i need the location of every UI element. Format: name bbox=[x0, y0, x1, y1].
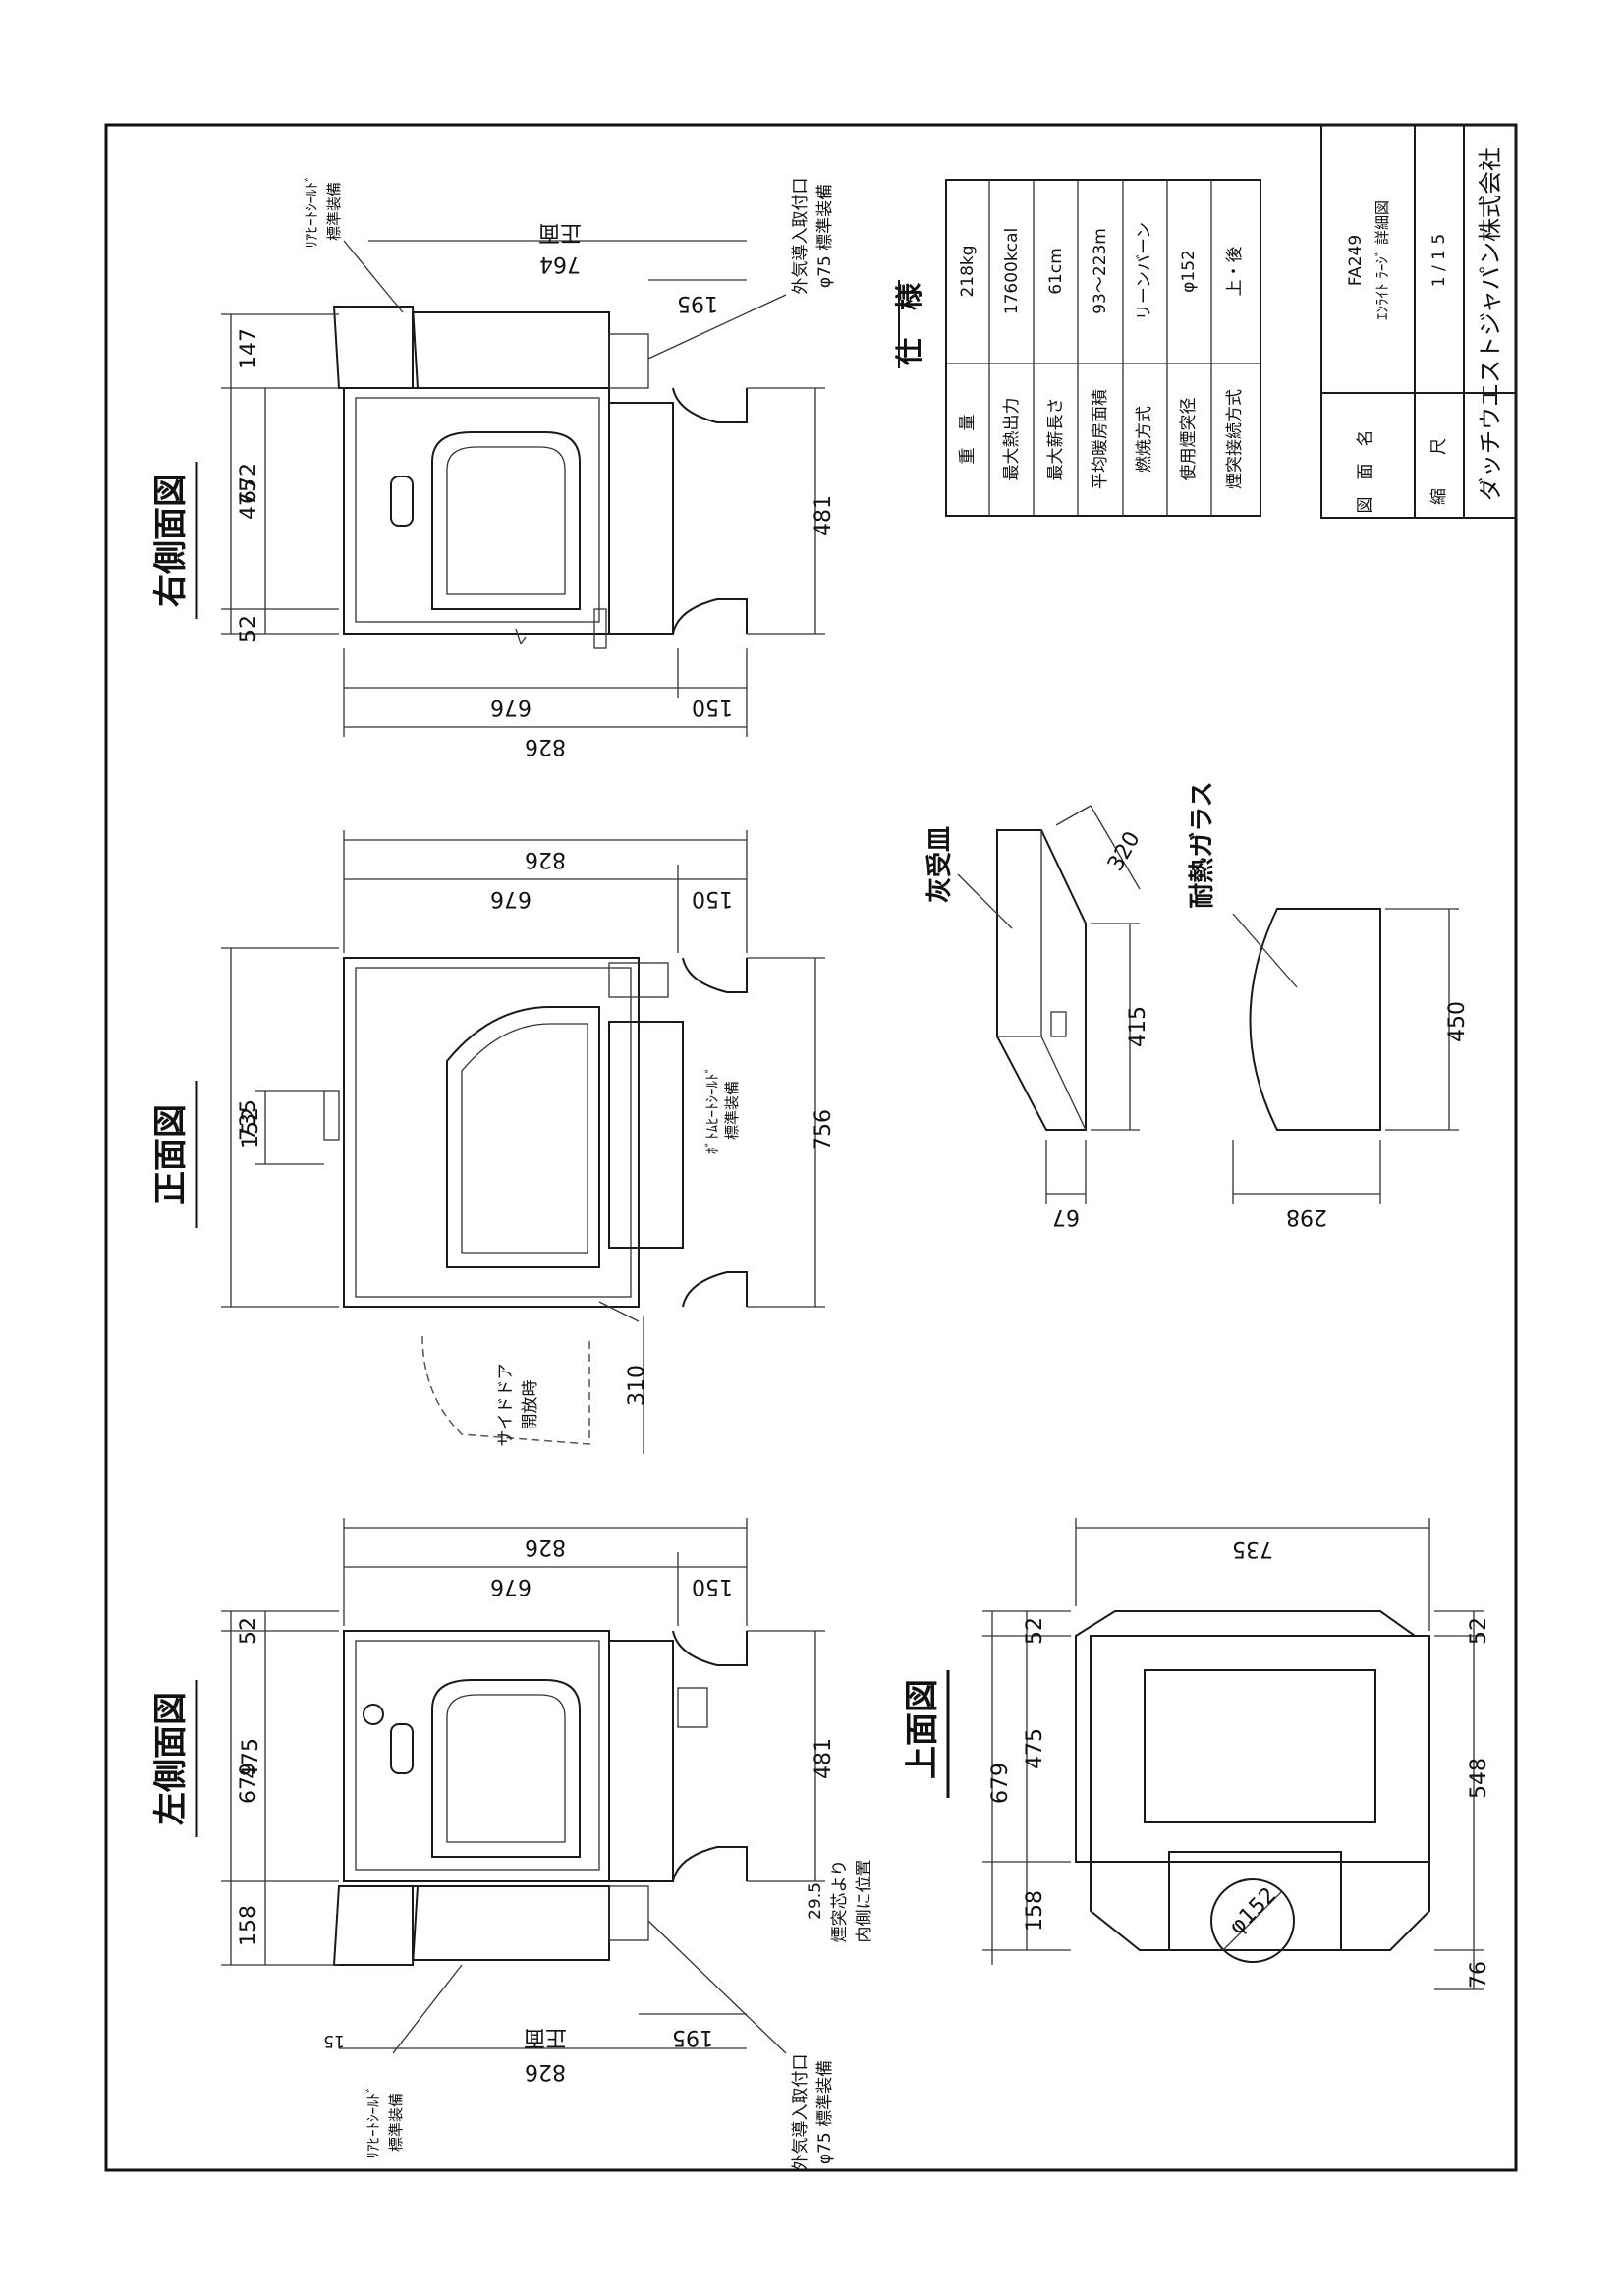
spec-label: 煙突接続方式 bbox=[1225, 389, 1245, 489]
ash-pan-title: 灰受皿 bbox=[924, 826, 955, 903]
left-dim-826-top: 826 bbox=[525, 1535, 566, 1559]
left-dim-475: 475 bbox=[239, 1738, 263, 1779]
ash-pan-dim-320: 320 bbox=[1103, 827, 1146, 875]
left-dim-676: 676 bbox=[490, 1574, 532, 1598]
spec-value: 上・後 bbox=[1225, 247, 1245, 297]
front-note-bottom-shield-1: ﾎﾞﾄﾑﾋｰﾄｼｰﾙﾄﾞ bbox=[703, 1066, 721, 1154]
drawing-name: ｴﾝﾗｲﾄ ﾗｰｼﾞ 詳細図 bbox=[1373, 200, 1391, 320]
top-dim-158: 158 bbox=[1023, 1890, 1047, 1932]
left-note-outside-air-2: φ75 標準装備 bbox=[815, 2060, 835, 2164]
glass-dim-298: 298 bbox=[1286, 1204, 1327, 1229]
left-dim-679: 679 bbox=[237, 1763, 261, 1804]
right-note-rear-shield-2: 標準装備 bbox=[325, 182, 343, 241]
left-side-view: 左側面図 679 52 475 158 481 826 bbox=[151, 1518, 874, 2171]
left-dim-52: 52 bbox=[237, 1617, 261, 1645]
spec-label: 使用煙突径 bbox=[1178, 398, 1199, 481]
spec-label: 燃焼方式 bbox=[1135, 406, 1154, 473]
drawing-code: FA249 bbox=[1346, 235, 1366, 286]
right-dim-52: 52 bbox=[237, 615, 261, 643]
drawing-name-label: 図 面 名 bbox=[1356, 430, 1375, 514]
right-dim-676: 676 bbox=[490, 695, 532, 719]
front-note-bottom-shield-2: 標準装備 bbox=[723, 1081, 741, 1140]
left-dim-29-5: 29.5 bbox=[806, 1882, 825, 1920]
top-dim-76: 76 bbox=[1467, 1961, 1491, 1988]
left-dim-150: 150 bbox=[692, 1574, 733, 1598]
left-dim-15: 15 bbox=[323, 2031, 345, 2050]
scale-label: 縮 尺 bbox=[1429, 438, 1449, 505]
spec-value: 93～223m bbox=[1091, 228, 1110, 314]
spec-title: 仕 様 bbox=[893, 282, 925, 366]
left-side-title: 左側面図 bbox=[151, 1692, 191, 1825]
left-note-flue-1: 煙突芯より bbox=[830, 1860, 850, 1943]
spec-value: 17600kcal bbox=[1002, 228, 1022, 314]
top-view: 上面図 φ152 735 679 52 475 158 52 548 76 bbox=[903, 1518, 1491, 1990]
ash-pan-view: 灰受皿 320 415 67 bbox=[924, 805, 1150, 1229]
drawing-border bbox=[104, 123, 1518, 2172]
right-note-rear-shield-1: ﾘｱﾋｰﾄｼｰﾙﾄﾞ bbox=[303, 174, 320, 248]
front-note-side-door-2: 開放時 bbox=[521, 1380, 540, 1430]
right-note-outside-air-2: φ75 標準装備 bbox=[815, 184, 835, 288]
title-block: 図 面 名 FA249 ｴﾝﾗｲﾄ ﾗｰｼﾞ 詳細図 縮 尺 1 / 1 5 ダ… bbox=[1320, 124, 1517, 519]
top-dim-679: 679 bbox=[988, 1763, 1013, 1804]
spec-value: φ152 bbox=[1179, 250, 1199, 293]
front-dim-826: 826 bbox=[525, 847, 566, 871]
left-note-outside-air-1: 外気導入取付口 bbox=[791, 2054, 811, 2171]
front-dim-676: 676 bbox=[490, 886, 532, 911]
top-dim-548: 548 bbox=[1467, 1758, 1491, 1799]
glass-title: 耐熱ガラス bbox=[1188, 781, 1217, 908]
front-dim-310: 310 bbox=[625, 1365, 649, 1406]
right-dim-150: 150 bbox=[692, 695, 733, 719]
spec-value: 218kg bbox=[958, 245, 978, 297]
left-note-rear-shield-2: 標準装備 bbox=[387, 2093, 405, 2152]
right-dim-195: 195 bbox=[677, 291, 718, 315]
top-dim-475: 475 bbox=[1023, 1728, 1047, 1769]
spec-table bbox=[945, 179, 1261, 517]
right-dim-764: 764 bbox=[539, 252, 581, 276]
front-view: 正面図 サイドドア 開放時 735 152 756 ﾎﾞﾄﾑﾋｰﾄｼｰﾙﾄﾞ 標… bbox=[151, 830, 836, 1454]
front-note-side-door-1: サイドドア bbox=[496, 1364, 516, 1447]
spec-label: 最大薪長さ bbox=[1046, 398, 1066, 481]
top-title: 上面図 bbox=[903, 1679, 942, 1779]
right-side-view: 右側面図 672 147 475 52 481 bbox=[151, 174, 836, 758]
company-name: ダッチウエストジャパン株式会社 bbox=[1477, 147, 1504, 501]
spec-value: 61cm bbox=[1046, 248, 1066, 295]
front-dim-152: 152 bbox=[239, 1107, 263, 1148]
top-dim-52-left: 52 bbox=[1023, 1617, 1047, 1645]
scale-value: 1 / 1 5 bbox=[1429, 234, 1449, 287]
right-note-front: 正面 bbox=[538, 220, 582, 245]
right-dim-826: 826 bbox=[525, 734, 566, 758]
front-dim-735: 735 bbox=[237, 1099, 261, 1141]
right-dim-481: 481 bbox=[812, 495, 836, 536]
ash-pan-dim-415: 415 bbox=[1126, 1006, 1150, 1047]
spec-section: 仕 様 重 量 218kg 最大熱出力 17600kcal 最大薪長さ 61cm… bbox=[893, 179, 1261, 517]
top-dim-152: φ152 bbox=[1225, 1883, 1282, 1940]
left-dim-481: 481 bbox=[812, 1738, 836, 1779]
left-note-rear-shield-1: ﾘｱﾋｰﾄｼｰﾙﾄﾞ bbox=[364, 2085, 382, 2158]
right-dim-475: 475 bbox=[237, 478, 261, 520]
spec-label: 重 量 bbox=[958, 415, 978, 465]
front-title: 正面図 bbox=[151, 1104, 191, 1204]
left-note-flue-2: 内側に位置 bbox=[855, 1860, 874, 1943]
left-dim-826-bottom: 826 bbox=[525, 2059, 566, 2084]
ash-pan-dim-67: 67 bbox=[1052, 1204, 1080, 1229]
right-side-title: 右側面図 bbox=[151, 474, 191, 607]
front-dim-150: 150 bbox=[692, 886, 733, 911]
top-dim-735: 735 bbox=[1232, 1537, 1273, 1561]
right-dim-147: 147 bbox=[237, 328, 261, 369]
spec-label: 平均暖房面積 bbox=[1091, 389, 1110, 489]
glass-dim-450: 450 bbox=[1445, 1001, 1470, 1042]
left-dim-195: 195 bbox=[672, 2025, 713, 2049]
front-dim-756: 756 bbox=[812, 1109, 836, 1150]
glass-view: 耐熱ガラス 450 298 bbox=[1188, 781, 1470, 1229]
left-dim-158: 158 bbox=[237, 1905, 261, 1946]
top-dim-52-right: 52 bbox=[1467, 1617, 1491, 1645]
spec-value: リーンバーン bbox=[1135, 222, 1154, 320]
left-note-front: 正面 bbox=[524, 2025, 567, 2049]
right-note-outside-air-1: 外気導入取付口 bbox=[791, 178, 811, 295]
spec-label: 最大熱出力 bbox=[1002, 398, 1022, 481]
right-dim-672: 672 bbox=[237, 463, 261, 504]
